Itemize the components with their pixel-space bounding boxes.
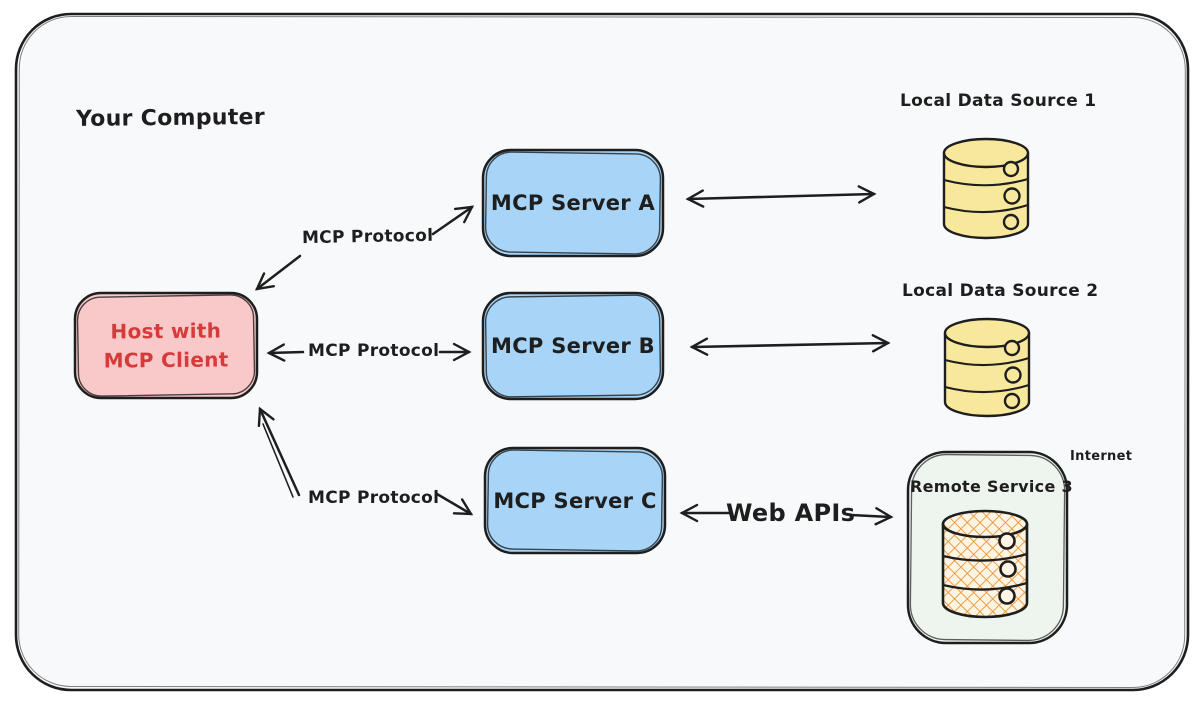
server-a-label: MCP Server A bbox=[490, 191, 656, 215]
database-icon-2 bbox=[943, 317, 1031, 418]
arrow-server-a-datasource-1 bbox=[685, 185, 877, 208]
arrow-host-server-c bbox=[257, 406, 474, 516]
arrow-host-server-a bbox=[254, 205, 475, 291]
server-b-box bbox=[481, 291, 665, 401]
server-c-label: MCP Server C bbox=[493, 488, 657, 513]
server-b-label: MCP Server B bbox=[491, 334, 655, 358]
remote-service-label: Remote Service 3 bbox=[910, 477, 1073, 496]
server-a-box bbox=[481, 148, 665, 258]
arrow-server-b-datasource-2 bbox=[689, 334, 891, 356]
database-icon-remote bbox=[941, 509, 1029, 619]
host-label-line2: MCP Client bbox=[103, 346, 229, 373]
host-label: Host with MCP Client bbox=[75, 292, 258, 399]
label-datasource-2: Local Data Source 2 bbox=[902, 281, 1099, 301]
host-box bbox=[73, 291, 259, 400]
arrow-server-c-remote bbox=[679, 503, 894, 526]
server-c-box bbox=[483, 446, 667, 555]
your-computer-label: Your Computer bbox=[75, 104, 266, 132]
database-icon-1 bbox=[942, 137, 1030, 240]
label-mcp-protocol-1: MCP Protocol bbox=[301, 225, 434, 249]
host-label-line1: Host with bbox=[110, 318, 222, 343]
arrow-host-server-b bbox=[266, 342, 472, 362]
label-mcp-protocol-3: MCP Protocol bbox=[308, 488, 440, 508]
internet-label: Internet bbox=[1070, 449, 1133, 464]
label-web-apis: Web APIs bbox=[726, 499, 856, 527]
label-datasource-1: Local Data Source 1 bbox=[900, 91, 1097, 111]
label-mcp-protocol-2: MCP Protocol bbox=[308, 341, 440, 361]
